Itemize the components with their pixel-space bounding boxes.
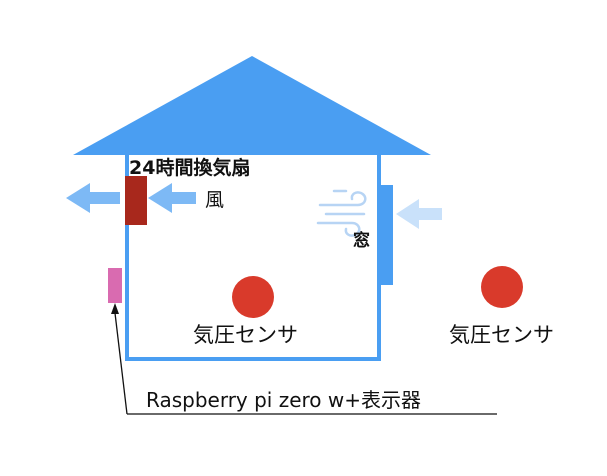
sensor-inside-label: 気圧センサ bbox=[193, 323, 298, 347]
fan-airflow-arrow bbox=[148, 183, 196, 213]
wind-gust-icon bbox=[316, 189, 367, 237]
device-pointer-arrowhead bbox=[111, 303, 119, 314]
window-inflow-arrow bbox=[396, 199, 442, 229]
ventilation-fan bbox=[125, 176, 147, 225]
device-pointer-line bbox=[114, 312, 128, 415]
outflow-arrow bbox=[66, 183, 120, 213]
roof bbox=[73, 56, 431, 155]
window-label: 窓 bbox=[353, 230, 370, 251]
device-box bbox=[108, 268, 122, 303]
sensor-outside-dot bbox=[481, 266, 523, 308]
window bbox=[377, 185, 393, 285]
wind-label: 風 bbox=[205, 189, 224, 211]
sensor-inside-dot bbox=[232, 276, 274, 318]
device-label: Raspberry pi zero w+表示器 bbox=[146, 388, 421, 412]
fan-label: 24時間換気扇 bbox=[129, 156, 250, 179]
sensor-outside-label: 気圧センサ bbox=[449, 323, 554, 347]
